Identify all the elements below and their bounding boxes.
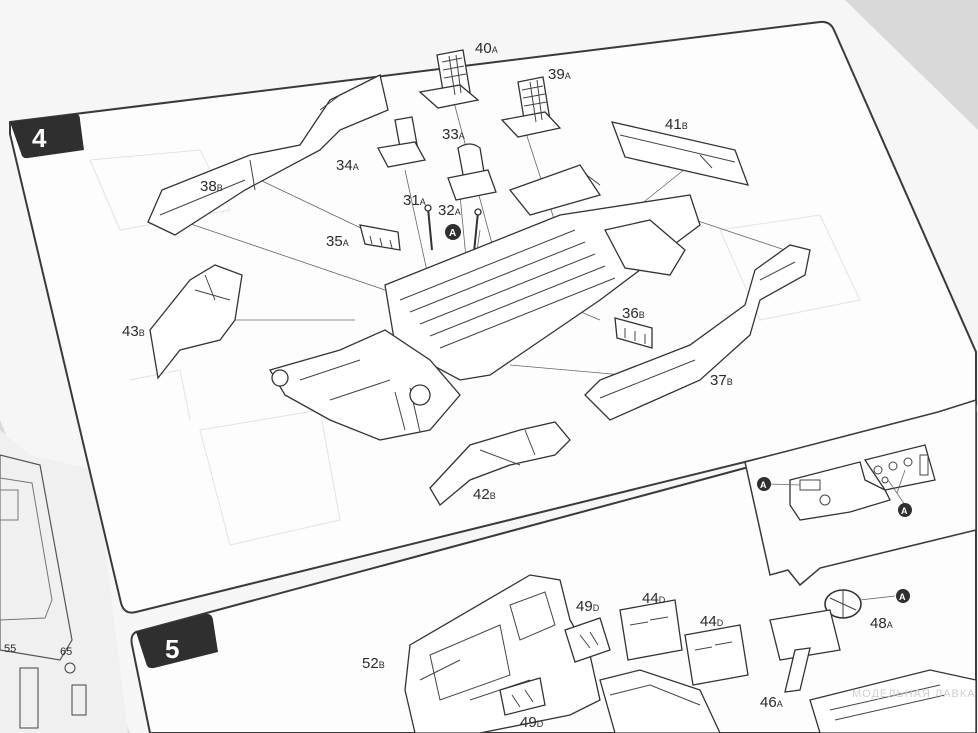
step-4-badge	[10, 113, 84, 159]
label-49d-2: 49D	[520, 714, 544, 731]
part-34-seat	[377, 116, 427, 168]
label-43b: 43B	[122, 323, 145, 340]
parts-31-32-rods	[424, 204, 482, 253]
label-40a: 40A	[475, 40, 498, 57]
left-page	[0, 430, 128, 733]
label-33a: 33A	[442, 126, 465, 143]
step-4-number: 4	[32, 123, 47, 153]
label-34a: 34A	[336, 157, 359, 174]
left-page-number-1: 55	[4, 643, 16, 655]
part-36-part	[614, 317, 653, 349]
part-41-panel	[610, 121, 750, 186]
label-46a: 46A	[760, 694, 783, 711]
step-4-labels: 40A 39A 41B 33A 34A 38B 31A 32A 35A 43B …	[122, 40, 733, 503]
chassis-body	[269, 164, 701, 441]
step-5-number: 5	[165, 634, 179, 664]
callout-a-4: A	[445, 224, 461, 240]
left-page-part-2	[19, 667, 39, 729]
part-42-fender	[429, 421, 571, 506]
part-40-seat	[418, 49, 480, 109]
part-43-fender	[149, 264, 243, 380]
label-32a: 32A	[438, 202, 461, 219]
label-48a: 48A	[870, 615, 893, 632]
step-5-labels: 44D 44D 49D 52B 49D 48A 46A	[362, 590, 893, 731]
label-38b: 38B	[200, 178, 223, 195]
svg-text:A: A	[901, 506, 908, 516]
label-36b: 36B	[622, 305, 645, 322]
svg-text:A: A	[449, 228, 456, 239]
left-page-circle	[64, 662, 76, 674]
watermark: МОДЕЛЬНАЯ ЛАВКА	[852, 688, 976, 700]
label-37b: 37B	[710, 372, 733, 389]
label-39a: 39A	[548, 66, 571, 83]
part-35-part	[359, 224, 401, 251]
left-page-inner-frame	[0, 477, 53, 621]
step-5-parts: A	[404, 574, 977, 733]
left-page-number-2: 65	[60, 646, 72, 658]
label-31a: 31A	[403, 192, 426, 209]
label-42b: 42B	[473, 486, 496, 503]
left-page-frame	[0, 454, 73, 661]
svg-text:A: A	[899, 592, 906, 602]
step-5-badge	[136, 613, 218, 669]
part-39-seat	[500, 76, 562, 138]
show-through	[89, 149, 861, 546]
left-page-part-3	[71, 684, 87, 716]
part-38-side-rail	[147, 74, 389, 236]
part-37-side-rail	[584, 244, 811, 421]
label-44d-2: 44D	[700, 613, 724, 630]
dashboard-inset: A A	[744, 398, 977, 587]
part-33-seat	[447, 143, 497, 201]
label-41b: 41B	[665, 116, 688, 133]
label-52b: 52B	[362, 655, 385, 672]
label-49d-1: 49D	[576, 598, 600, 615]
label-35a: 35A	[326, 233, 349, 250]
label-44d-1: 44D	[642, 590, 666, 607]
left-page-part	[0, 489, 19, 521]
svg-text:A: A	[760, 480, 767, 490]
